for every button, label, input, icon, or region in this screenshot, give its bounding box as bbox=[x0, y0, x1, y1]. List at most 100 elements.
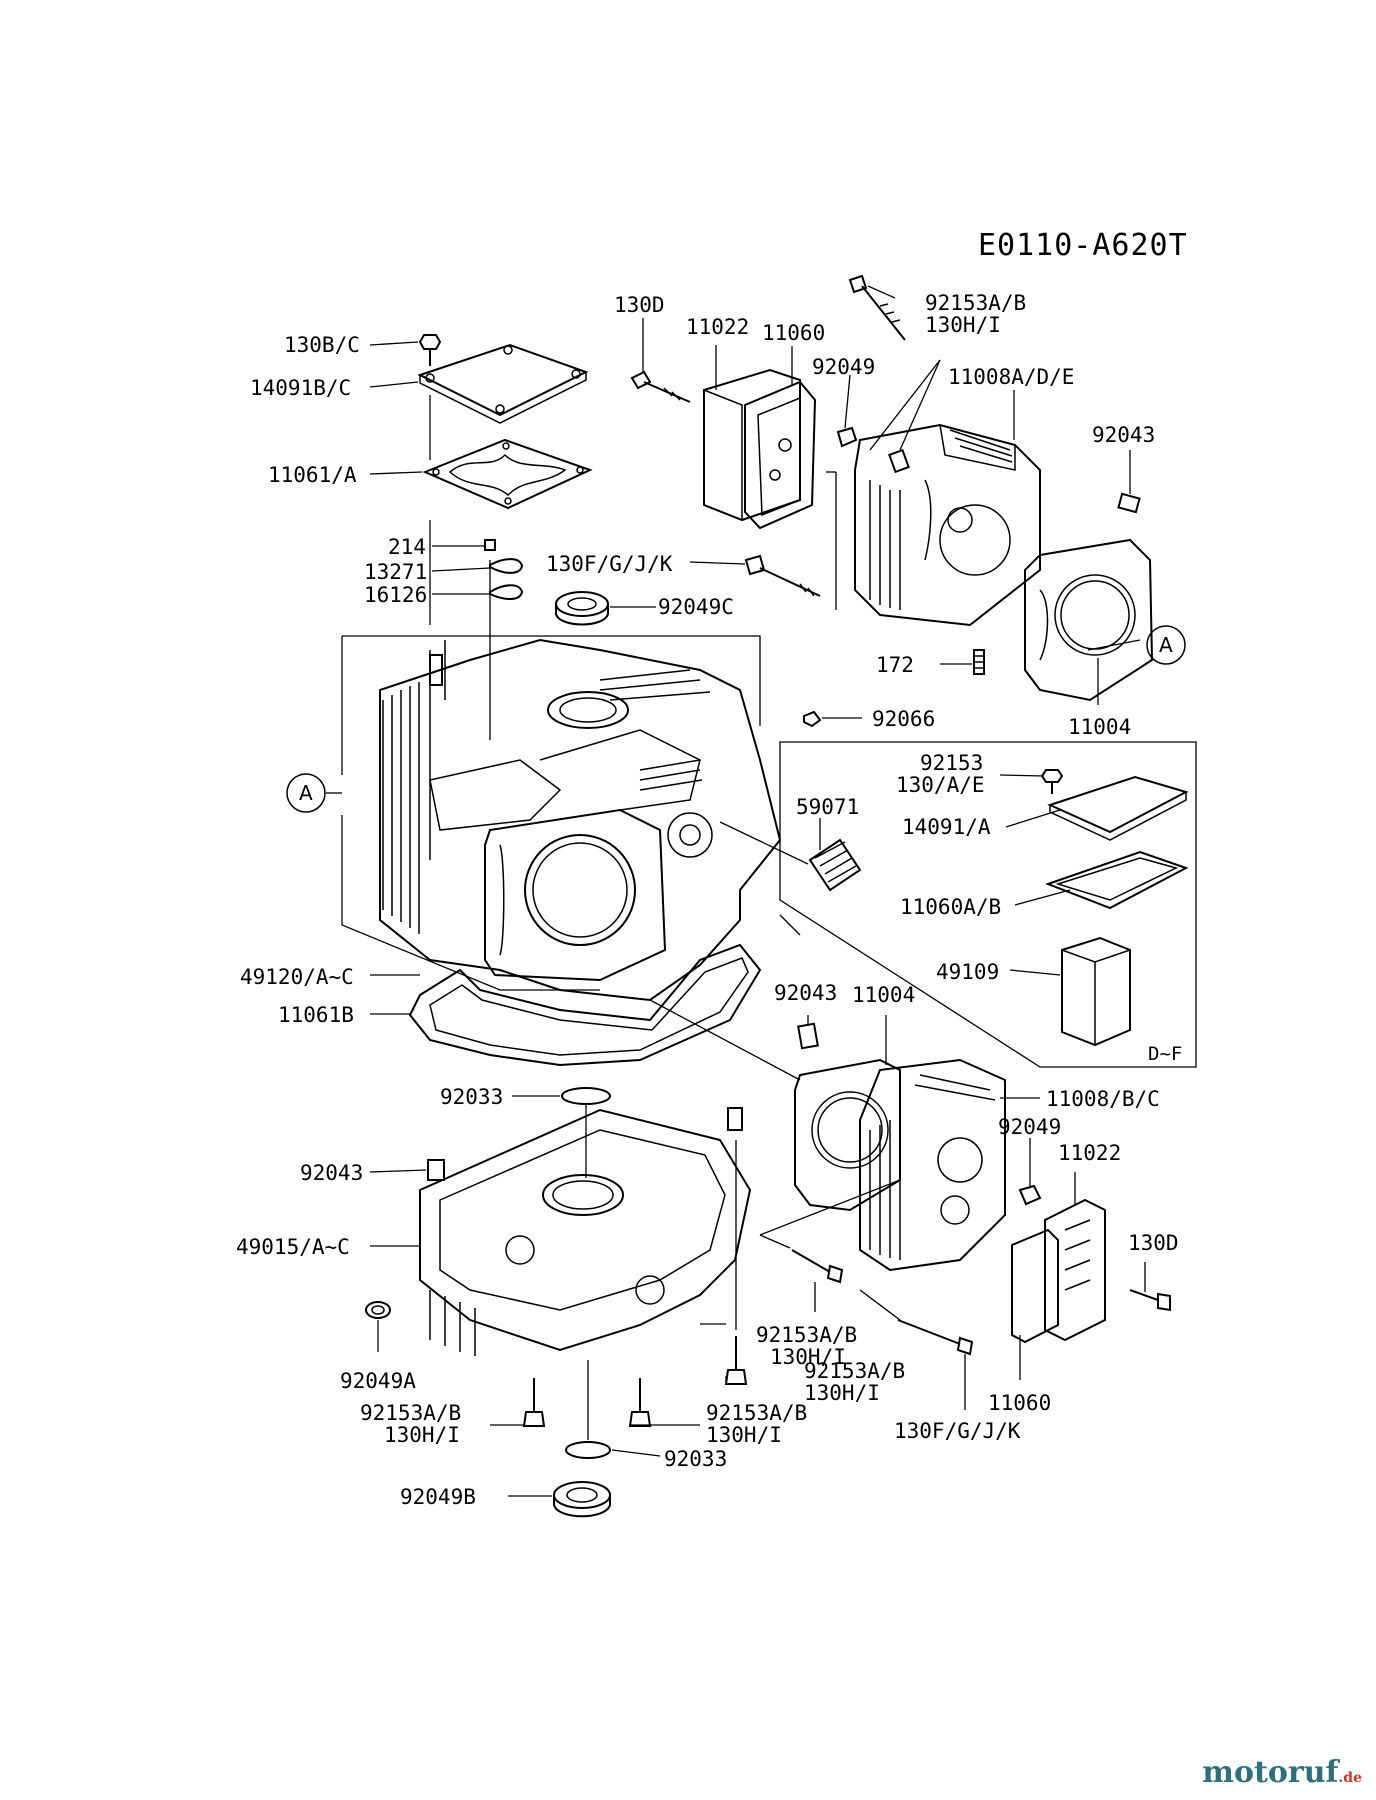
breather-reed-plate bbox=[422, 438, 593, 510]
label-11004-mid: 11004 bbox=[852, 983, 915, 1007]
label-11060-mid: 11060 bbox=[988, 1391, 1051, 1415]
kit-d-f-box bbox=[779, 741, 1197, 1068]
label-92153ab-a: 92153A/B bbox=[756, 1323, 857, 1347]
nut-92049-top bbox=[836, 426, 858, 448]
label-130d-top: 130D bbox=[614, 293, 665, 317]
label-13271: 13271 bbox=[364, 560, 427, 584]
label-14091bc: 14091B/C bbox=[250, 376, 351, 400]
label-130fgjk-mid: 130F/G/J/K bbox=[894, 1419, 1021, 1443]
label-130hi-b: 130H/I bbox=[804, 1381, 880, 1405]
label-92066: 92066 bbox=[872, 707, 935, 731]
label-11004-top: 11004 bbox=[1068, 715, 1131, 739]
label-130d-mid: 130D bbox=[1128, 1231, 1179, 1255]
label-92033-top: 92033 bbox=[440, 1085, 503, 1109]
filter-element-49109 bbox=[1061, 936, 1131, 1047]
label-92043-top: 92043 bbox=[1092, 423, 1155, 447]
label-49109: 49109 bbox=[936, 960, 999, 984]
label-172: 172 bbox=[876, 653, 914, 677]
label-214: 214 bbox=[388, 535, 426, 559]
label-92049-mid: 92049 bbox=[998, 1115, 1061, 1139]
label-92049-top: 92049 bbox=[812, 355, 875, 379]
label-11060ab: 11060A/B bbox=[900, 895, 1001, 919]
cylinder-head-11008bc bbox=[859, 1058, 1006, 1272]
crankcase-cover-49015 bbox=[419, 1108, 752, 1352]
label-130hi-d: 130H/I bbox=[706, 1423, 782, 1447]
label-92049b: 92049B bbox=[400, 1485, 476, 1509]
head-gasket-11060-top bbox=[744, 380, 817, 530]
head-cover-11022-top bbox=[703, 368, 801, 522]
dowel-92043-left bbox=[427, 1159, 445, 1181]
label-130bc: 130B/C bbox=[284, 333, 360, 357]
label-130hi-top: 130H/I bbox=[925, 313, 1001, 337]
head-gasket-11060-mid bbox=[1011, 1228, 1059, 1344]
dowel-92043-top bbox=[1117, 492, 1141, 514]
label-92153-box: 92153 bbox=[920, 751, 983, 775]
label-92153ab-b: 92153A/B bbox=[804, 1359, 905, 1383]
label-11061a: 11061/A bbox=[268, 463, 357, 487]
label-11008bc: 11008/B/C bbox=[1046, 1087, 1160, 1111]
bolt-92153ab-d bbox=[628, 1378, 652, 1427]
label-16126: 16126 bbox=[364, 583, 427, 607]
label-92153ab-d: 92153A/B bbox=[706, 1401, 807, 1425]
circlip-92033-bot bbox=[565, 1441, 611, 1459]
label-92153ab-top: 92153A/B bbox=[925, 291, 1026, 315]
callout-a-right: A bbox=[1146, 625, 1186, 665]
label-49015: 49015/A~C bbox=[236, 1235, 350, 1259]
bolt-130d-top bbox=[630, 370, 691, 403]
bolt-92153ab-c bbox=[522, 1378, 546, 1427]
spring-59071 bbox=[808, 838, 862, 892]
leader-lines bbox=[326, 285, 1146, 1497]
label-11061b: 11061B bbox=[278, 1003, 354, 1027]
bolt-92153ab-b bbox=[724, 1336, 748, 1385]
crankcase-group bbox=[379, 638, 782, 1002]
oil-seal-92049b bbox=[553, 1481, 611, 1518]
bolt-130fgjk-mid bbox=[897, 1319, 974, 1356]
label-11022-top: 11022 bbox=[686, 315, 749, 339]
breather-cover-plate bbox=[417, 343, 589, 417]
dowel-92043-mid bbox=[797, 1022, 819, 1050]
circlip-92033-top bbox=[561, 1087, 611, 1105]
dowel-92043-right bbox=[727, 1107, 743, 1131]
bolt-92153ab-a bbox=[791, 1249, 844, 1284]
label-92043-left: 92043 bbox=[300, 1161, 363, 1185]
nut-92049-mid bbox=[1018, 1184, 1042, 1206]
gasket-11060ab bbox=[1045, 850, 1189, 910]
stud-172 bbox=[973, 649, 985, 675]
watermark-logo: motoruf.de bbox=[1202, 1755, 1362, 1790]
plate-16126 bbox=[489, 584, 524, 600]
watermark-tld: .de bbox=[1338, 1770, 1362, 1786]
bolt-92153ab-top bbox=[848, 274, 906, 341]
oil-seal-92049c bbox=[555, 591, 609, 626]
head-cover-11022-mid bbox=[1044, 1198, 1106, 1342]
svg-text:A: A bbox=[1159, 633, 1173, 657]
part-labels: 130B/C 14091B/C 11061/A 214 13271 16126 … bbox=[236, 291, 1182, 1509]
label-d-f: D~F bbox=[1148, 1043, 1182, 1065]
label-130ae-box: 130/A/E bbox=[896, 773, 985, 797]
label-11060-top: 11060 bbox=[762, 321, 825, 345]
label-49120: 49120/A~C bbox=[240, 965, 354, 989]
head-gasket-11004-top bbox=[1024, 538, 1154, 702]
bolt-130bc bbox=[418, 334, 442, 366]
gasket-11061b bbox=[408, 943, 762, 1067]
breather-cover-group bbox=[417, 334, 593, 600]
diagram-code: E0110-A620T bbox=[978, 228, 1188, 263]
nut-92066 bbox=[803, 710, 822, 728]
label-92049a: 92049A bbox=[340, 1369, 416, 1393]
label-92049c: 92049C bbox=[658, 595, 734, 619]
cover-14091a bbox=[1047, 775, 1189, 834]
label-14091a: 14091/A bbox=[902, 815, 991, 839]
svg-text:A: A bbox=[299, 781, 313, 805]
seal-92049a bbox=[365, 1301, 391, 1319]
label-92153ab-c: 92153A/B bbox=[360, 1401, 461, 1425]
label-92033-bot: 92033 bbox=[664, 1447, 727, 1471]
label-130hi-c: 130H/I bbox=[384, 1423, 460, 1447]
callout-a-left: A bbox=[286, 773, 326, 813]
label-59071: 59071 bbox=[796, 795, 859, 819]
bolt-130d-mid bbox=[1129, 1289, 1171, 1312]
bolt-130fgjk-top bbox=[744, 554, 821, 597]
label-130hi-a: 130H/I bbox=[770, 1345, 846, 1369]
watermark-brand: motoruf bbox=[1202, 1755, 1339, 1790]
label-11008ade: 11008A/D/E bbox=[948, 365, 1074, 389]
label-130fgjk-top: 130F/G/J/K bbox=[546, 552, 673, 576]
